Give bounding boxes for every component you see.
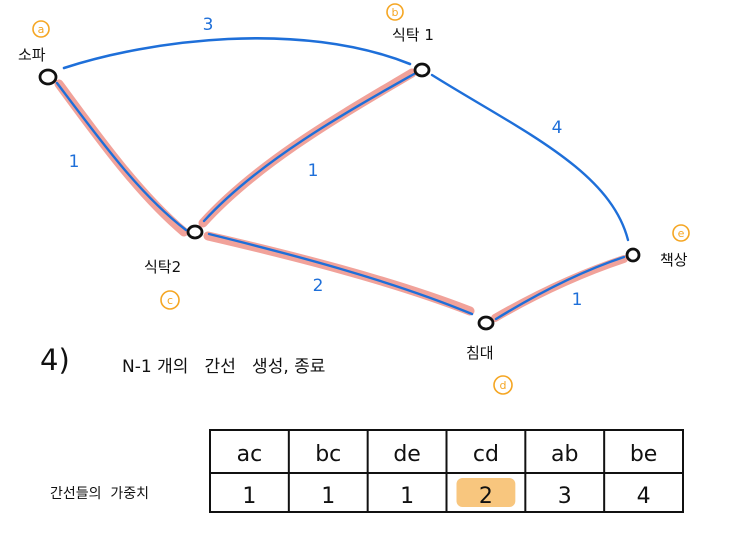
table-grid [209,429,684,513]
edge-de [494,255,626,321]
weight-cd: 2 [313,276,324,296]
table-header-cell: cd [473,442,499,467]
graph-edges [55,36,630,321]
weight-ab: 3 [203,15,214,35]
step-text: N-1 개의 간선 생성, 종료 [122,357,325,377]
tag-letter-a: a [38,23,45,36]
node-label-c: 식탁2 [144,258,181,276]
table-header-cell: bc [315,442,341,467]
node-labels: 소파 식탁 1 식탁2 침대 책상 [18,26,688,362]
selected-edge-highlights [54,68,628,322]
table-value-cell: 1 [321,484,335,509]
node-c [186,224,204,240]
edge-ab [62,36,412,70]
tag-circle-b [386,3,404,21]
edge-bc [202,72,416,223]
tag-circle-d [493,375,513,395]
table-row-label: 간선들의 가중치 [50,486,149,502]
highlight-edge-cd [203,231,475,316]
tag-circle-a [32,20,50,38]
node-label-b: 식탁 1 [392,26,434,44]
edge-be [430,73,630,242]
table-value-cell: 3 [558,484,572,509]
table-header-cell: ab [551,442,578,467]
node-label-a: 소파 [18,46,46,64]
step-number: 4) [40,343,70,377]
table-text: ac 1 bc 1 de 1 cd 2 ab 3 be 4 [237,442,658,509]
table-value-cell: 2 [479,484,493,509]
node-tag-letters: a b c d e [38,6,685,392]
tag-circle-c [160,290,180,310]
table-value-cell: 1 [400,484,414,509]
edge-ac [55,81,188,232]
table-value-cell: 1 [242,484,256,509]
tag-letter-d: d [500,379,507,392]
graph-nodes [38,62,641,331]
edge-weights: 3 4 1 1 2 1 [69,15,583,310]
table-header-cell: de [393,442,421,467]
node-d [477,315,495,331]
node-b [413,62,431,78]
edge-cd [207,232,474,316]
tag-circle-e [672,224,690,242]
node-label-e: 책상 [660,251,688,269]
node-e [625,247,641,263]
weight-de: 1 [572,290,583,310]
tag-letter-c: c [167,294,173,307]
table-header-cell: be [630,442,658,467]
tag-letter-e: e [678,227,685,240]
weight-be: 4 [552,118,563,138]
highlight-edge-bc [198,68,417,228]
node-label-d: 침대 [466,344,494,362]
weight-ac: 1 [69,152,80,172]
tag-letter-b: b [392,6,399,19]
table-value-cell: 4 [637,484,651,509]
highlighted-cell [456,478,516,507]
table-header-cell: ac [237,442,263,467]
weight-bc: 1 [308,161,319,181]
node-tags [32,3,690,395]
node-a [38,68,58,86]
weights-table: ac 1 bc 1 de 1 cd 2 ab 3 be 4 [209,429,684,513]
